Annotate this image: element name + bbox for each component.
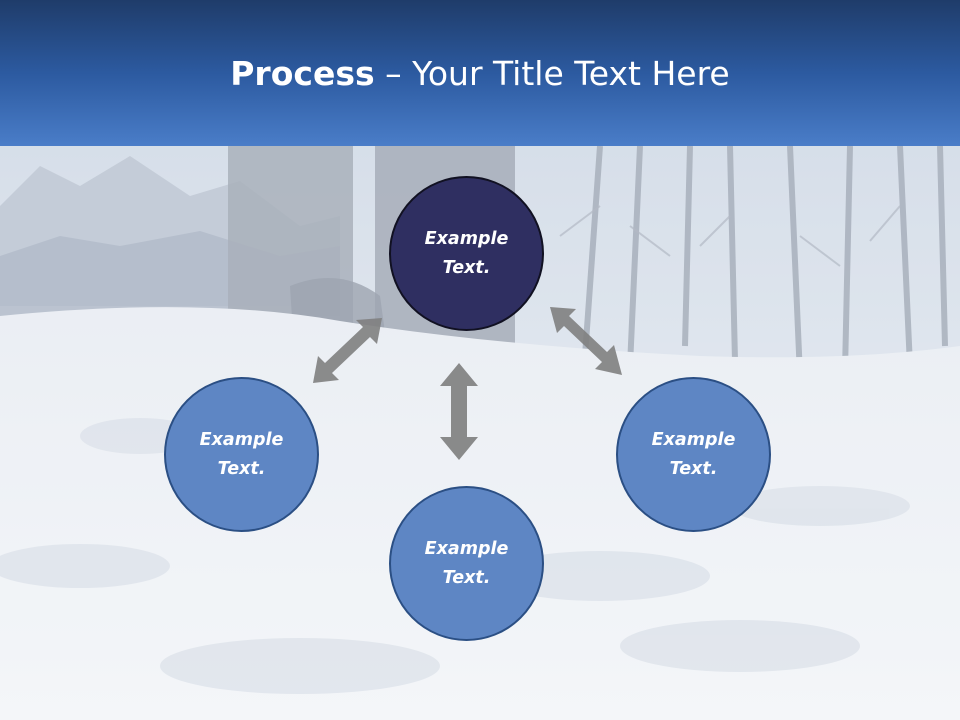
title-bold-part: Process <box>230 54 375 93</box>
node-text-line2: Text. <box>669 458 718 479</box>
title-bar: Process – Your Title Text Here <box>0 0 960 146</box>
node-text-line1: Example <box>424 538 509 559</box>
title-rest-part: – Your Title Text Here <box>374 54 730 93</box>
node-text-line1: Example <box>199 429 284 450</box>
process-node-bottom: Example Text. <box>389 486 544 641</box>
slide-title: Process – Your Title Text Here <box>0 52 960 96</box>
node-text-line1: Example <box>424 228 509 249</box>
node-text-line2: Text. <box>442 567 491 588</box>
process-node-left: Example Text. <box>164 377 319 532</box>
process-node-top: Example Text. <box>389 176 544 331</box>
node-text-line1: Example <box>651 429 736 450</box>
node-text-line2: Text. <box>217 458 266 479</box>
node-text-line2: Text. <box>442 257 491 278</box>
process-node-right: Example Text. <box>616 377 771 532</box>
